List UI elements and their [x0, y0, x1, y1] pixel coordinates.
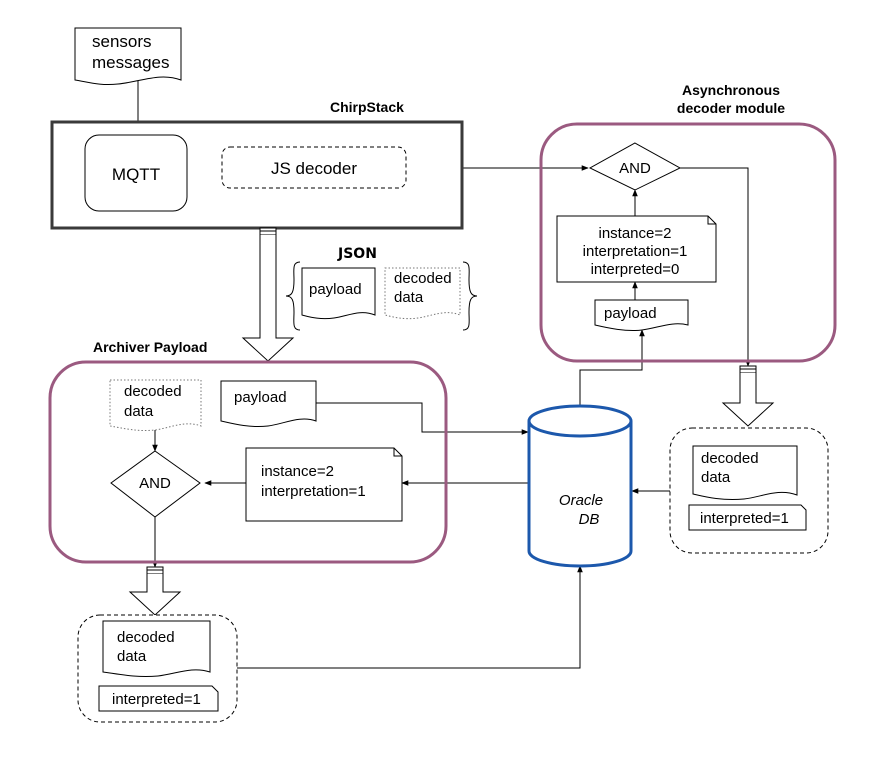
archiver-and-diamond [110, 450, 201, 518]
async-and-label: AND [619, 160, 651, 177]
archiver-note-line-1: instance=2 [261, 463, 334, 480]
async-module-box [539, 122, 837, 363]
archiver-note-line-2: interpretation=1 [261, 483, 366, 500]
archiver-payload-doc [220, 380, 317, 427]
output-right-decoded-doc [692, 445, 798, 500]
async-note [556, 215, 717, 283]
archiver-payload-label: payload [234, 389, 287, 406]
async-note-line-3: interpreted=0 [591, 261, 680, 278]
async-payload-label: payload [604, 305, 657, 322]
db-label-2: DB [579, 511, 600, 528]
mqtt-box [84, 134, 188, 212]
mqtt-label: MQTT [112, 165, 160, 184]
sensors-label: sensors [92, 32, 152, 51]
archiver-title: Archiver Payload [93, 339, 207, 355]
output-right-decoded-1: decoded [701, 450, 759, 467]
async-title-2: decoder module [677, 100, 785, 116]
chirpstack-to-archiver-arrow [241, 227, 295, 362]
json-right-brace [462, 261, 478, 331]
archiver-to-output-arrow [128, 566, 182, 616]
output-left-decoded-doc [102, 620, 211, 677]
chirpstack-title: ChirpStack [330, 99, 404, 115]
output-left-flag: interpreted=1 [112, 691, 201, 708]
archiver-note [245, 447, 403, 522]
output-right-flag-box [688, 504, 807, 531]
archiver-decoded-1: decoded [124, 383, 182, 400]
db-to-async-payload-arrow [579, 329, 645, 407]
async-to-output-arrow [721, 365, 775, 427]
oracle-db-cylinder [527, 404, 633, 568]
json-payload-doc [301, 267, 376, 320]
messages-label: messages [92, 53, 169, 72]
sensors-messages-doc [74, 27, 182, 85]
async-and-diamond [588, 142, 682, 191]
archiver-module-box [48, 360, 448, 564]
async-note-line-2: interpretation=1 [583, 243, 688, 260]
archiver-decoded-doc [109, 379, 202, 431]
output-left-decoded-1: decoded [117, 629, 175, 646]
output-left-decoded-2: data [117, 648, 147, 665]
json-payload-label: payload [309, 281, 362, 298]
async-and-to-output-line [680, 167, 751, 367]
async-title-1: Asynchronous [682, 82, 780, 98]
output-right-flag: interpreted=1 [700, 510, 789, 527]
json-left-brace [285, 261, 301, 331]
connectors [135, 80, 751, 669]
json-decoded-label-2: data [394, 289, 424, 306]
output-left-to-db-arrow [237, 565, 583, 669]
json-decoded-label-1: decoded [394, 270, 452, 287]
db-label-1: Oracle [559, 492, 603, 509]
archiver-decoded-2: data [124, 403, 154, 420]
archiver-note-fold [393, 448, 402, 457]
json-title: JSON [337, 246, 377, 262]
async-note-fold [707, 216, 716, 225]
archiver-and-label: AND [139, 475, 171, 492]
archiver-payload-to-db-arrow [316, 402, 529, 435]
js-decoder-box [221, 146, 407, 189]
output-right-decoded-2: data [701, 469, 731, 486]
json-decoded-doc [384, 267, 461, 320]
async-note-line-1: instance=2 [599, 225, 672, 242]
output-left-flag-box [98, 685, 219, 712]
js-decoder-label: JS decoder [271, 159, 357, 178]
async-payload-doc [594, 299, 689, 331]
